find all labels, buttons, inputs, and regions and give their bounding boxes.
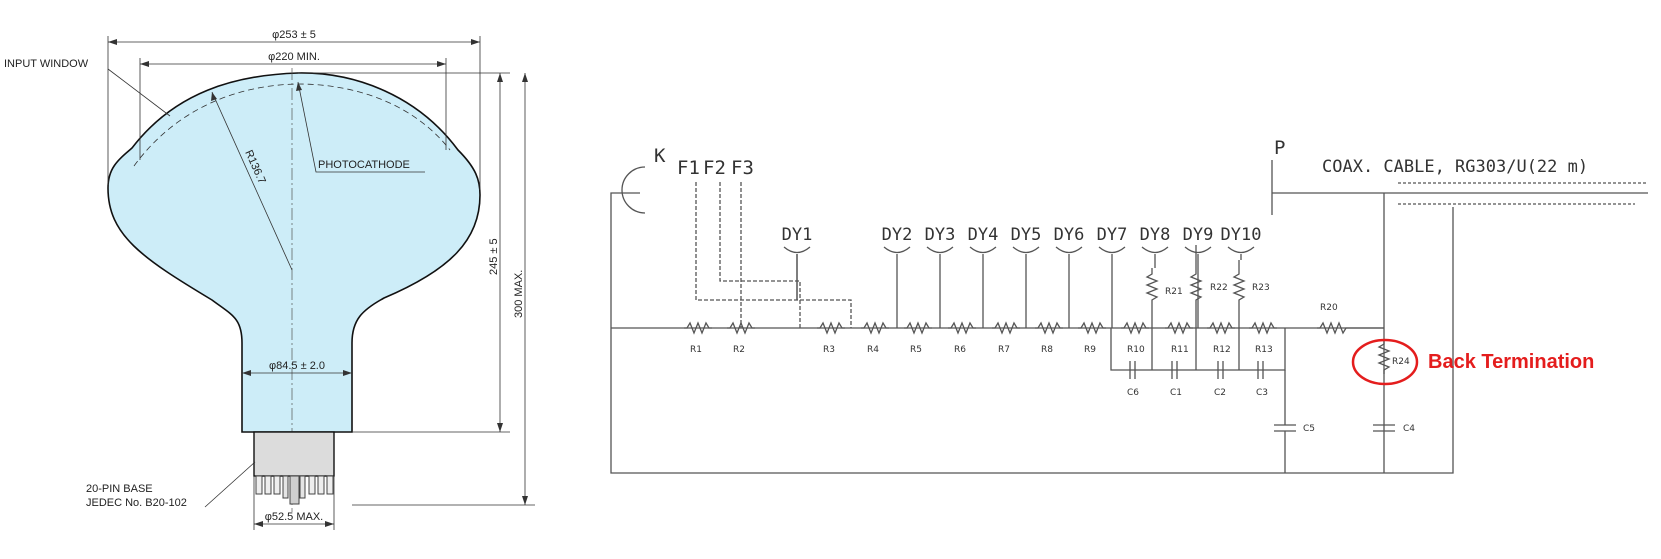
dynode-symbol-6 bbox=[1055, 246, 1083, 254]
dynode-symbol-10 bbox=[1227, 246, 1255, 254]
label-r8: R8 bbox=[1041, 345, 1053, 355]
label-focus-f3: F3 bbox=[731, 157, 754, 179]
label-c6: C6 bbox=[1127, 388, 1139, 398]
label-photocathode: PHOTOCATHODE bbox=[318, 159, 410, 171]
label-c3: C3 bbox=[1256, 388, 1268, 398]
label-r5: R5 bbox=[910, 345, 922, 355]
back-termination-label: Back Termination bbox=[1428, 351, 1594, 373]
resistor-r9 bbox=[1078, 321, 1106, 335]
dynode-symbol-4 bbox=[969, 246, 997, 254]
label-focus-f2: F2 bbox=[703, 157, 726, 179]
label-r4: R4 bbox=[867, 345, 879, 355]
label-dynode-4: DY4 bbox=[968, 225, 999, 245]
label-c4: C4 bbox=[1403, 424, 1415, 434]
label-dynode-5: DY5 bbox=[1011, 225, 1042, 245]
radius-line bbox=[211, 91, 293, 271]
resistor-r8 bbox=[1035, 321, 1063, 335]
resistor-r3 bbox=[817, 321, 845, 335]
resistor-r2 bbox=[727, 321, 755, 335]
label-r11: R11 bbox=[1171, 345, 1189, 355]
label-dynode-7: DY7 bbox=[1097, 225, 1128, 245]
label-r22: R22 bbox=[1210, 283, 1228, 293]
resistor-r1 bbox=[684, 321, 712, 335]
label-r3: R3 bbox=[823, 345, 835, 355]
label-r12: R12 bbox=[1213, 345, 1231, 355]
dim-neck-diameter: φ84.5 ± 2.0 bbox=[269, 360, 325, 372]
resistor-r24 bbox=[1377, 340, 1391, 374]
pmt-base bbox=[253, 431, 335, 477]
cable-label: COAX. CABLE, RG303/U(22 m) bbox=[1322, 157, 1588, 177]
resistor-r5 bbox=[904, 321, 932, 335]
base-pins bbox=[255, 475, 334, 505]
label-r23: R23 bbox=[1252, 283, 1270, 293]
label-c2: C2 bbox=[1214, 388, 1226, 398]
dim-height: 245 ± 5 bbox=[488, 238, 500, 275]
resistor-r11 bbox=[1165, 321, 1193, 335]
divider-circuit: K F1 F2 F3 P COAX. CABLE, RG303/U(22 m) … bbox=[610, 137, 1648, 474]
cathode-symbol bbox=[621, 166, 646, 214]
label-base-line2: JEDEC No. B20-102 bbox=[86, 497, 187, 509]
dynode-symbol-9 bbox=[1184, 246, 1212, 254]
label-r1: R1 bbox=[690, 345, 702, 355]
dim-outer-diameter: φ253 ± 5 bbox=[272, 29, 316, 41]
label-r13: R13 bbox=[1255, 345, 1273, 355]
dynode-symbol-2 bbox=[883, 246, 911, 254]
label-r6: R6 bbox=[954, 345, 966, 355]
resistor-r12 bbox=[1207, 321, 1235, 335]
resistor-r7 bbox=[992, 321, 1020, 335]
label-r10: R10 bbox=[1127, 345, 1145, 355]
resistor-r10 bbox=[1121, 321, 1149, 335]
dynode-symbol-7 bbox=[1098, 246, 1126, 254]
resistor-r4 bbox=[861, 321, 889, 335]
label-cathode: K bbox=[654, 145, 666, 167]
radius-arrow bbox=[211, 92, 217, 101]
label-focus-f1: F1 bbox=[677, 157, 700, 179]
pmt-outline-drawing: φ253 ± 5 φ220 MIN. INPUT WINDOW PHOTOCAT… bbox=[4, 29, 535, 530]
dim-base-diameter: φ52.5 MAX. bbox=[265, 511, 324, 523]
dynode-symbol-3 bbox=[926, 246, 954, 254]
dynode-symbol-5 bbox=[1012, 246, 1040, 254]
dynode-resistor-group: R21 R22 R23 bbox=[1145, 245, 1270, 328]
label-dynode-2: DY2 bbox=[882, 225, 913, 245]
label-base-line1: 20-PIN BASE bbox=[86, 483, 153, 495]
pmt-bulb bbox=[107, 72, 481, 433]
resistor-r13 bbox=[1249, 321, 1277, 335]
capacitor-bus: C6 C1 C2 C3 C5 bbox=[1110, 328, 1315, 473]
back-termination-highlight bbox=[1351, 338, 1419, 386]
resistor-r20 bbox=[1317, 321, 1349, 335]
resistor-r6 bbox=[948, 321, 976, 335]
label-c1: C1 bbox=[1170, 388, 1182, 398]
label-dynode-1: DY1 bbox=[782, 225, 813, 245]
cathode-loop-wire bbox=[610, 192, 1454, 474]
resistor-group: R1 R2 R3 R4 R5 R6 R7 R8 R9 R10 R11 R12 R13 bbox=[684, 321, 1277, 355]
dim-max-height: 300 MAX. bbox=[513, 270, 525, 318]
dynode-symbol-1 bbox=[783, 246, 811, 254]
label-dynode-6: DY6 bbox=[1054, 225, 1085, 245]
label-dynode-10: DY10 bbox=[1221, 225, 1262, 245]
label-r7: R7 bbox=[998, 345, 1010, 355]
label-dynode-9: DY9 bbox=[1183, 225, 1214, 245]
label-r21: R21 bbox=[1165, 287, 1183, 297]
dynode-group: DY1 DY2 DY3 DY4 DY5 DY6 DY7 DY8 DY9 DY10 bbox=[782, 225, 1262, 328]
label-r9: R9 bbox=[1084, 345, 1096, 355]
label-input-window: INPUT WINDOW bbox=[4, 58, 89, 70]
dim-min-diameter: φ220 MIN. bbox=[268, 51, 320, 63]
label-c5: C5 bbox=[1303, 424, 1315, 434]
label-dynode-8: DY8 bbox=[1140, 225, 1171, 245]
label-r20: R20 bbox=[1320, 303, 1338, 313]
label-r24: R24 bbox=[1392, 357, 1410, 367]
label-anode: P bbox=[1274, 137, 1285, 159]
label-dynode-3: DY3 bbox=[925, 225, 956, 245]
dynode-symbol-8 bbox=[1141, 246, 1169, 254]
label-r2: R2 bbox=[733, 345, 745, 355]
